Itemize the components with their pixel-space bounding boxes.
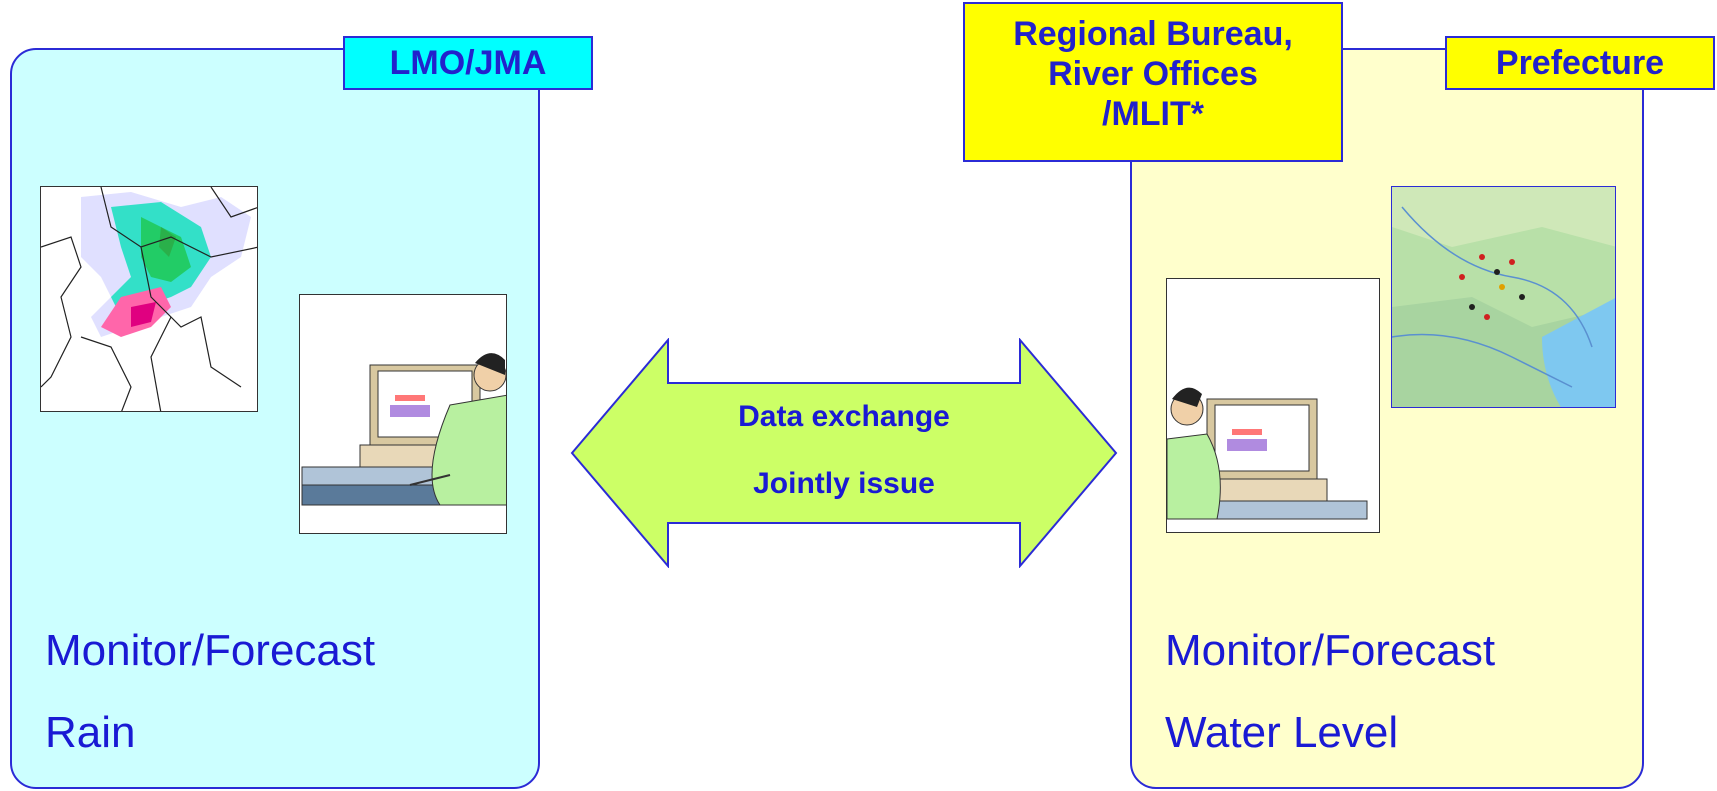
caption-line-2: Water Level xyxy=(1165,708,1399,757)
rain-caption: Monitor/Forecast Rain xyxy=(45,625,375,789)
caption-line-1: Monitor/Forecast xyxy=(1165,626,1496,675)
jointly-issue-label: Jointly issue xyxy=(753,467,935,500)
forecaster-at-computer-illustration xyxy=(299,294,507,534)
agency-line-3: /MLIT* xyxy=(1102,95,1204,133)
forecaster-at-computer-illustration xyxy=(1166,278,1380,533)
caption-line-2: Rain xyxy=(45,708,136,757)
agency-line-2: River Offices xyxy=(1048,55,1258,93)
caption-line-1: Monitor/Forecast xyxy=(45,626,376,675)
radar-rain-map-image xyxy=(40,186,258,412)
double-arrow-icon xyxy=(570,338,1118,568)
lmo-jma-tag: LMO/JMA xyxy=(343,36,593,90)
water-level-caption: Monitor/Forecast Water Level xyxy=(1165,625,1495,789)
prefecture-tag: Prefecture xyxy=(1445,36,1715,90)
regional-bureau-tag: Regional Bureau, River Offices /MLIT* xyxy=(963,2,1343,162)
agency-line-1: Regional Bureau, xyxy=(1013,15,1293,53)
river-gauge-map-image xyxy=(1391,186,1616,408)
data-exchange-label: Data exchange xyxy=(738,400,950,433)
